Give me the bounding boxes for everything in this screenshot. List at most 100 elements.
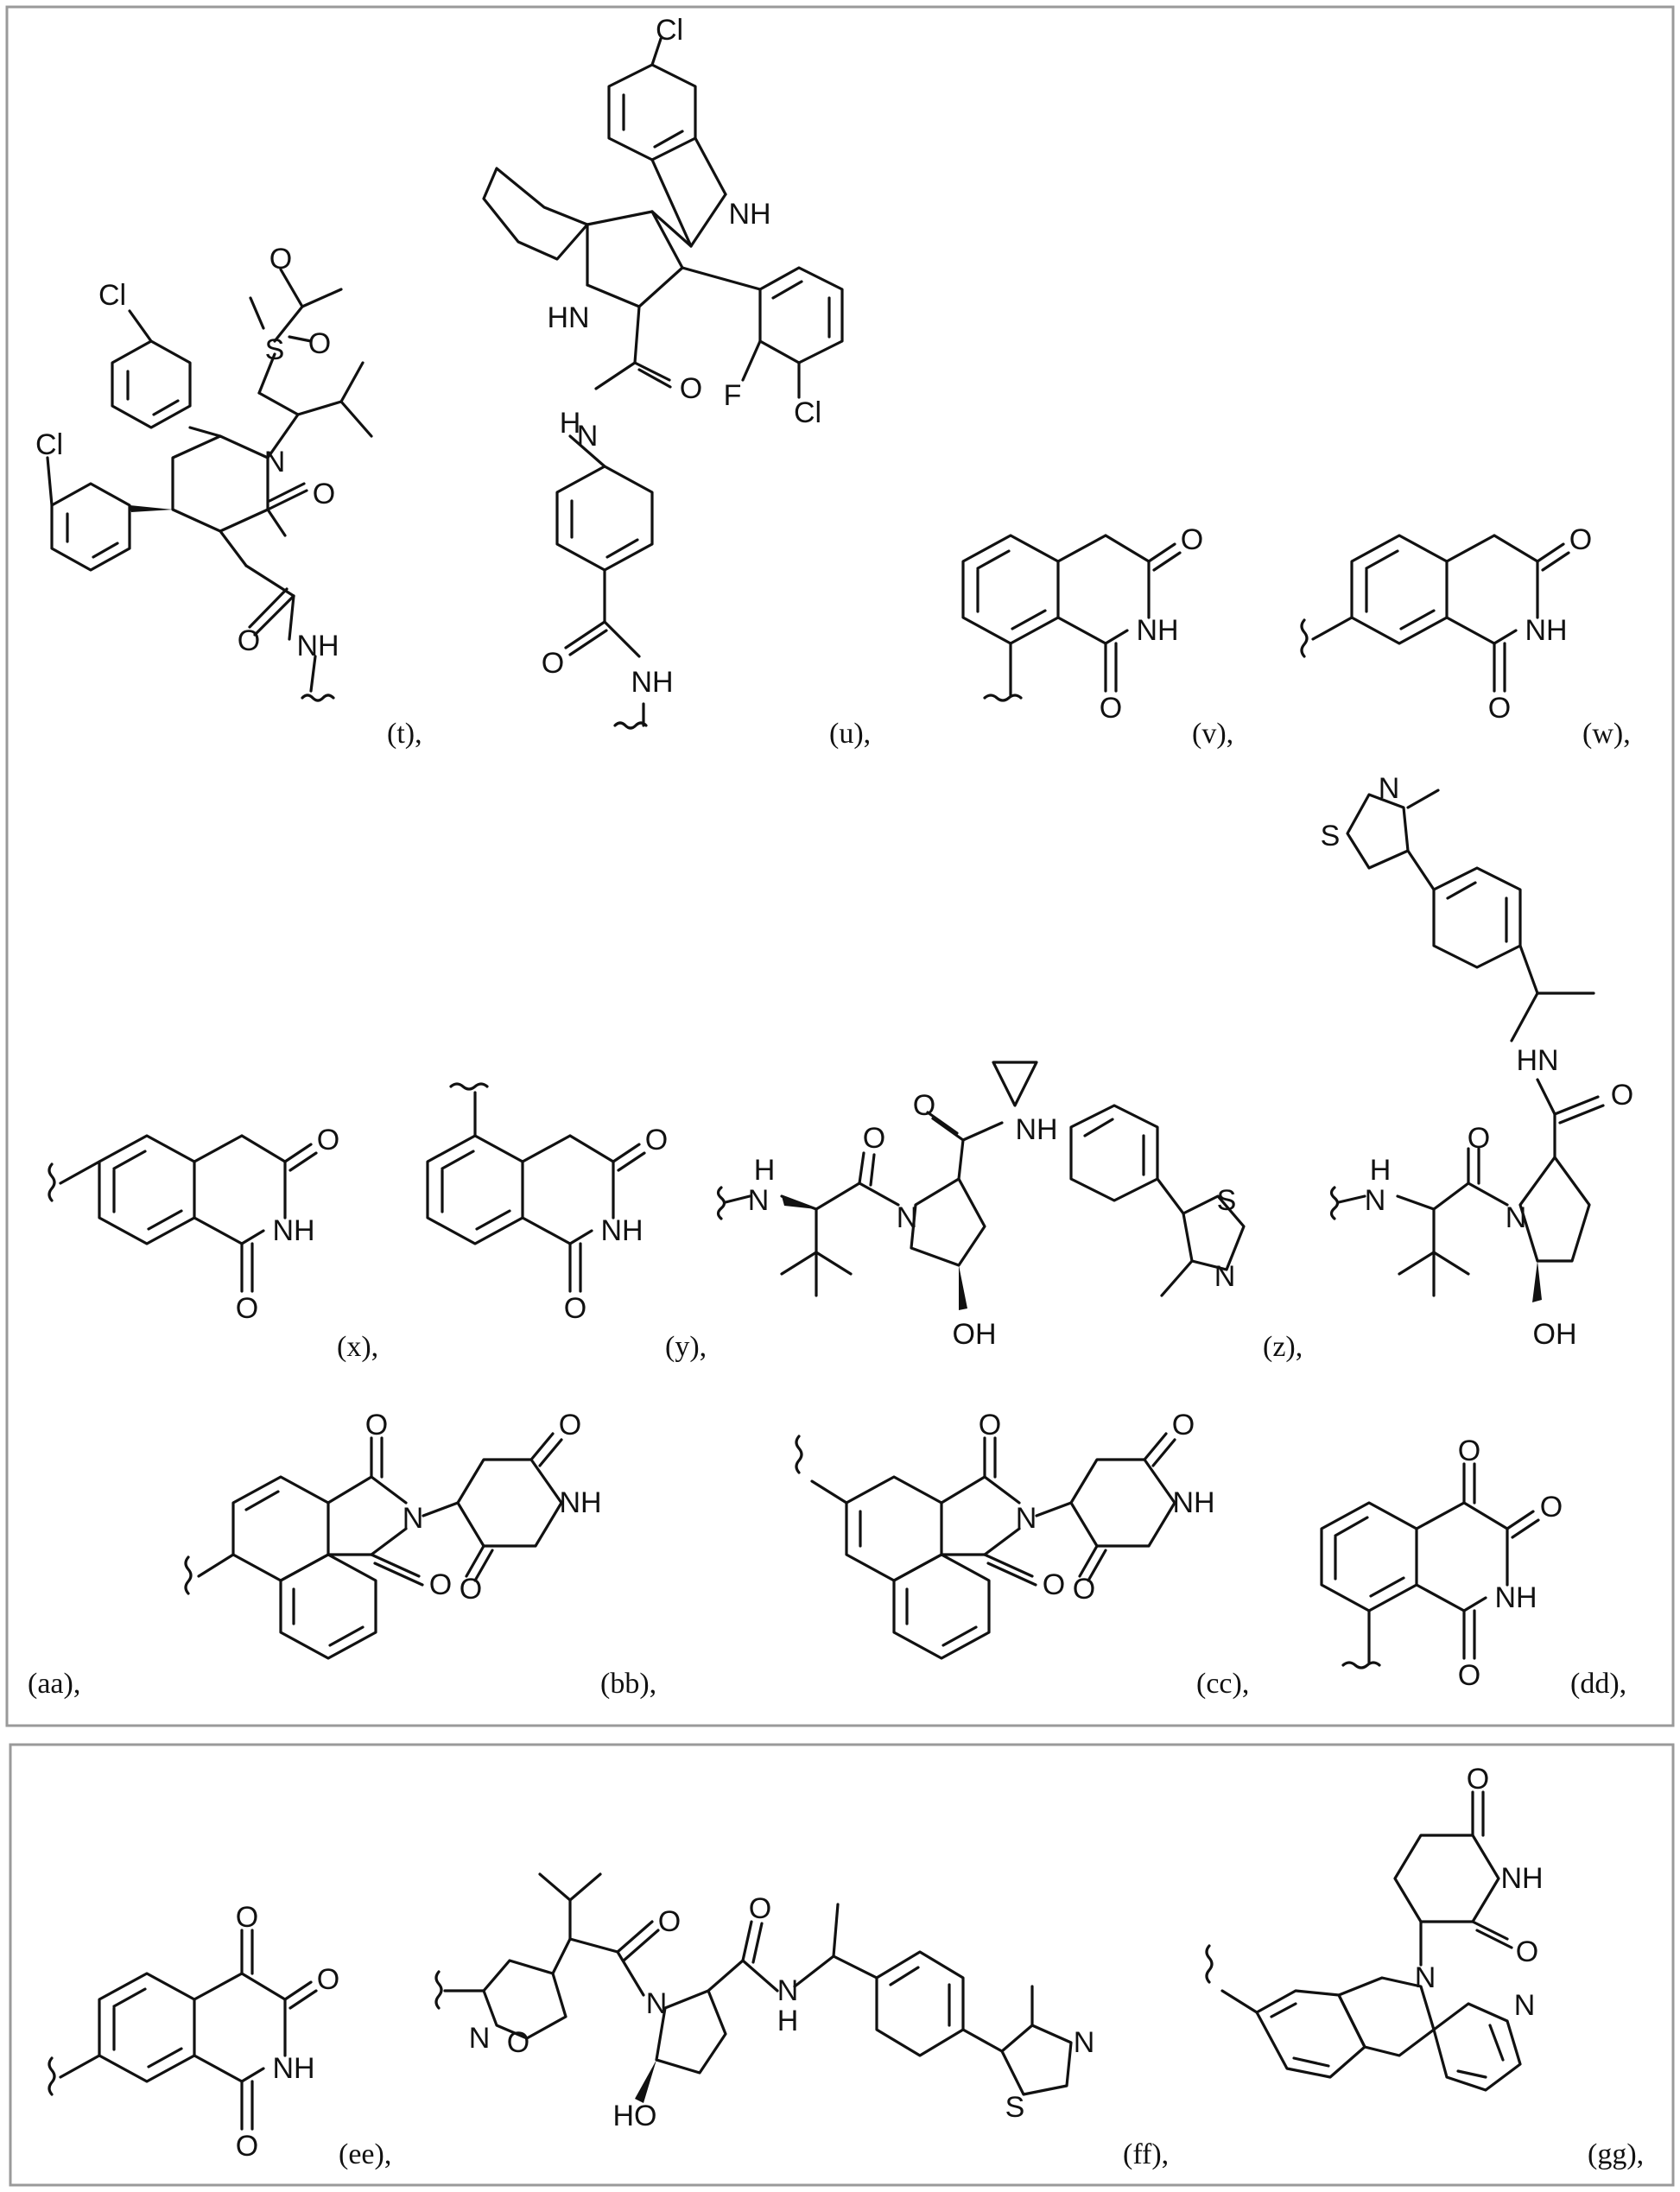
atom-n: N — [1074, 2026, 1095, 2059]
atom-s: S — [1217, 1184, 1237, 1217]
atom-n: N — [646, 1987, 668, 2020]
atom-o: O — [238, 624, 260, 657]
atom-o: O — [979, 1409, 1001, 1441]
structure-z-right: (z), N S HN O H N O — [1263, 772, 1633, 1363]
atom-n: N — [469, 2022, 491, 2055]
atom-n: N — [1514, 1989, 1536, 2022]
label-x: (x), — [337, 1331, 378, 1363]
atom-o: O — [1540, 1491, 1563, 1524]
atom-cl: Cl — [794, 396, 821, 429]
label-bb: (bb), — [600, 1668, 656, 1700]
structure-t: Cl Cl O S O N O O NH (t), — [35, 243, 422, 750]
atom-nh: NH — [1494, 1581, 1537, 1614]
atom-oh: OH — [1533, 1318, 1577, 1351]
atom-o: O — [1468, 1122, 1490, 1155]
label-dd: (dd), — [1570, 1668, 1626, 1700]
atom-o: O — [1100, 692, 1122, 725]
atom-o: O — [317, 1963, 339, 1996]
atom-o: O — [1172, 1409, 1195, 1441]
atom-nh: NH — [1500, 1862, 1543, 1895]
atom-n: N — [897, 1201, 918, 1234]
atom-n: N — [577, 420, 599, 453]
label-w: (w), — [1582, 718, 1631, 750]
atom-ho: HO — [613, 2100, 657, 2132]
label-z: (z), — [1263, 1331, 1303, 1363]
atom-nh: NH — [296, 630, 339, 662]
atom-n: N — [264, 446, 286, 478]
atom-cl: Cl — [656, 14, 683, 47]
atom-o: O — [542, 647, 564, 680]
atom-n: N — [1214, 1260, 1236, 1293]
atom-o: O — [317, 1124, 339, 1156]
atom-n: N — [748, 1184, 770, 1217]
atom-o: O — [1516, 1935, 1538, 1968]
label-y: (y), — [665, 1331, 707, 1363]
structure-dd: O O NH O (dd), — [1322, 1435, 1626, 1700]
atom-o: O — [645, 1124, 668, 1156]
atom-cl: Cl — [98, 279, 126, 312]
label-v: (v), — [1192, 718, 1233, 750]
atom-o: O — [1073, 1573, 1095, 1606]
label-ee: (ee), — [339, 2138, 391, 2170]
structure-v: O NH O (v), — [963, 523, 1233, 750]
atom-o: O — [564, 1292, 586, 1325]
structure-cc: O N O O NH O (cc), — [796, 1409, 1249, 1700]
atom-nh: NH — [272, 2052, 314, 2085]
structure-y: O NH O (y), — [428, 1084, 707, 1363]
atom-oh: OH — [953, 1318, 997, 1351]
frame-top — [7, 7, 1673, 1726]
atom-s: S — [265, 333, 285, 366]
atom-nh: NH — [631, 666, 673, 699]
label-aa: (aa), — [28, 1668, 80, 1700]
atom-o: O — [1181, 523, 1203, 556]
atom-s: S — [1005, 2091, 1025, 2124]
structure-w: O NH O (w), — [1302, 523, 1631, 750]
atom-h: H — [754, 1154, 776, 1187]
atom-o: O — [1467, 1763, 1489, 1796]
label-t: (t), — [387, 718, 422, 750]
atom-o: O — [1458, 1435, 1480, 1467]
atom-o: O — [1043, 1568, 1065, 1601]
atom-s: S — [1321, 820, 1341, 852]
atom-n: N — [777, 1974, 799, 2007]
structure-ff: N O O N O N H HO N S (ff), — [436, 1874, 1169, 2170]
atom-o: O — [365, 1409, 388, 1441]
atom-hn: HN — [1516, 1044, 1558, 1077]
atom-o: O — [1611, 1079, 1633, 1112]
atom-o: O — [308, 327, 331, 360]
atom-nh: NH — [1172, 1486, 1214, 1519]
atom-o: O — [269, 243, 292, 276]
atom-n: N — [1016, 1502, 1037, 1535]
atom-h: H — [777, 2005, 799, 2037]
atom-n: N — [1365, 1184, 1386, 1217]
atom-o: O — [313, 478, 335, 510]
atom-o: O — [1458, 1659, 1480, 1692]
atom-o: O — [913, 1089, 935, 1122]
atom-nh: NH — [600, 1214, 643, 1247]
structure-gg: O NH O N N (gg), — [1207, 1763, 1644, 2170]
atom-o: O — [236, 1901, 258, 1934]
atom-f: F — [724, 379, 742, 412]
label-u: (u), — [829, 718, 871, 750]
atom-o: O — [863, 1122, 885, 1155]
atom-o: O — [1569, 523, 1592, 556]
atom-nh: NH — [272, 1214, 314, 1247]
atom-o: O — [507, 2026, 529, 2059]
atom-o: O — [460, 1573, 482, 1606]
atom-nh: NH — [559, 1486, 601, 1519]
atom-h: H — [1370, 1154, 1392, 1187]
atom-o: O — [559, 1409, 581, 1441]
atom-nh: NH — [1525, 614, 1567, 647]
structure-bb: (aa), O N O O NH O (bb), — [28, 1409, 656, 1700]
atom-hn: HN — [547, 301, 589, 334]
atom-n: N — [403, 1502, 424, 1535]
atom-nh: NH — [1136, 614, 1178, 647]
atom-o: O — [1488, 692, 1511, 725]
atom-o: O — [236, 1292, 258, 1325]
structure-x: O NH O (x), — [49, 1124, 378, 1363]
atom-o: O — [680, 372, 702, 405]
structure-z-left: H N O N O NH OH S N — [719, 1062, 1245, 1351]
structure-ee: O O NH O (ee), — [49, 1901, 391, 2170]
atom-nh: NH — [728, 198, 770, 231]
